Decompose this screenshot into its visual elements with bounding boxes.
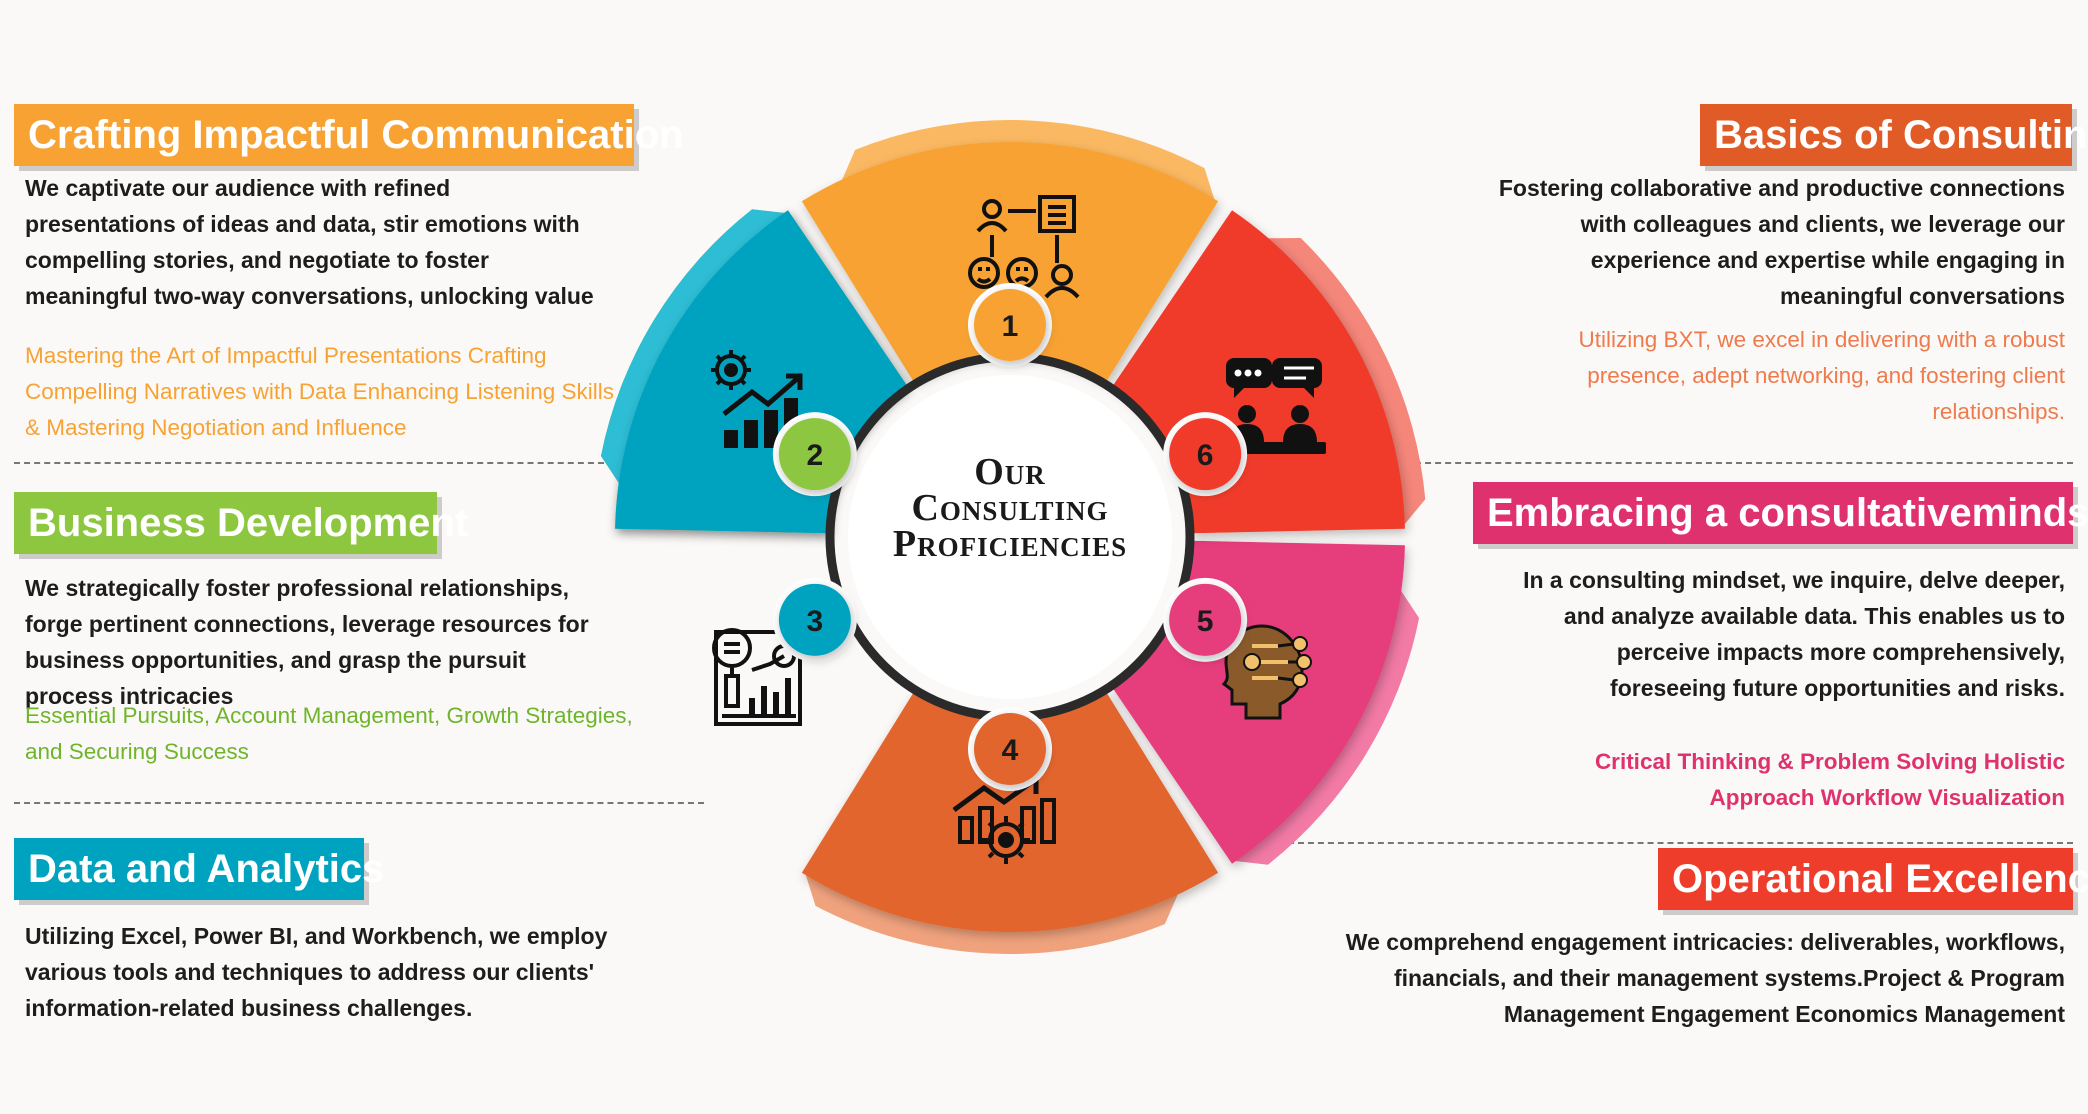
business-development-topics: Essential Pursuits, Account Management, … [25, 703, 633, 764]
segment-number: 3 [807, 605, 824, 638]
divider-right-2 [1268, 842, 2073, 844]
segment-number-badge: 1 [968, 283, 1052, 367]
divider-left-1 [14, 462, 604, 464]
basics-of-consulting-topics: Utilizing BXT, we excel in delivering wi… [1578, 327, 2065, 424]
badge-circle [1169, 418, 1242, 491]
business-development-description: We strategically foster professional rel… [25, 575, 589, 709]
heading-business-development: Business Development [14, 492, 468, 554]
data-analytics-description: Utilizing Excel, Power BI, and Workbench… [25, 923, 608, 1021]
heading-operational-excellence: Operational Excellence [1658, 848, 2088, 910]
crafting-communication-description: We captivate our audience with refined p… [25, 175, 594, 309]
heading-basics-of-consulting: Basics of Consulting [1700, 104, 2088, 166]
segment-number-badge: 2 [772, 412, 857, 497]
segment-number: 6 [1197, 439, 1214, 472]
workflow-people-icon [968, 195, 1080, 299]
badge-circle [974, 289, 1046, 361]
segment-number-badge: 6 [1163, 412, 1248, 497]
segment-number-badge: 4 [968, 707, 1052, 791]
wheel-center-disc [848, 375, 1172, 699]
growth-chart-gear-icon [711, 350, 803, 448]
segment-number: 2 [807, 439, 824, 472]
heading-crafting-communication: Crafting Impactful Communication [14, 104, 684, 166]
center-title-line-1: Our [974, 451, 1046, 493]
operational-excellence-description: We comprehend engagement intricacies: de… [1345, 929, 2065, 1027]
segment-4-operational-excellence [801, 691, 1219, 933]
badge-circle [778, 583, 851, 656]
badge-circle [778, 418, 851, 491]
divider-left-2 [14, 802, 704, 804]
heading-consultative-mindset: Embracing a consultativemindset [1473, 482, 2088, 544]
segment-number-badge: 3 [772, 577, 857, 662]
segment-number: 4 [1002, 734, 1019, 767]
basics-of-consulting-description: Fostering collaborative and productive c… [1498, 175, 2065, 309]
report-analysis-icon [712, 628, 802, 726]
heading-data-analytics: Data and Analytics [14, 838, 384, 900]
center-title-line-3: Proficiencies [893, 523, 1127, 565]
consultative-mindset-description: In a consulting mindset, we inquire, del… [1523, 567, 2065, 701]
badge-circle [1169, 583, 1242, 656]
segment-1-communication [801, 142, 1219, 383]
crafting-communication-topics: Mastering the Art of Impactful Presentat… [25, 343, 615, 440]
divider-right-1 [1405, 462, 2073, 464]
badge-circle [974, 713, 1046, 785]
segment-number: 1 [1002, 310, 1019, 343]
trend-gear-icon [952, 777, 1056, 864]
consultative-mindset-topics: Critical Thinking & Problem Solving Holi… [1594, 749, 2065, 810]
segment-number: 5 [1197, 605, 1214, 638]
segment-number-badge: 5 [1163, 577, 1248, 662]
center-title-line-2: Consulting [911, 487, 1108, 529]
